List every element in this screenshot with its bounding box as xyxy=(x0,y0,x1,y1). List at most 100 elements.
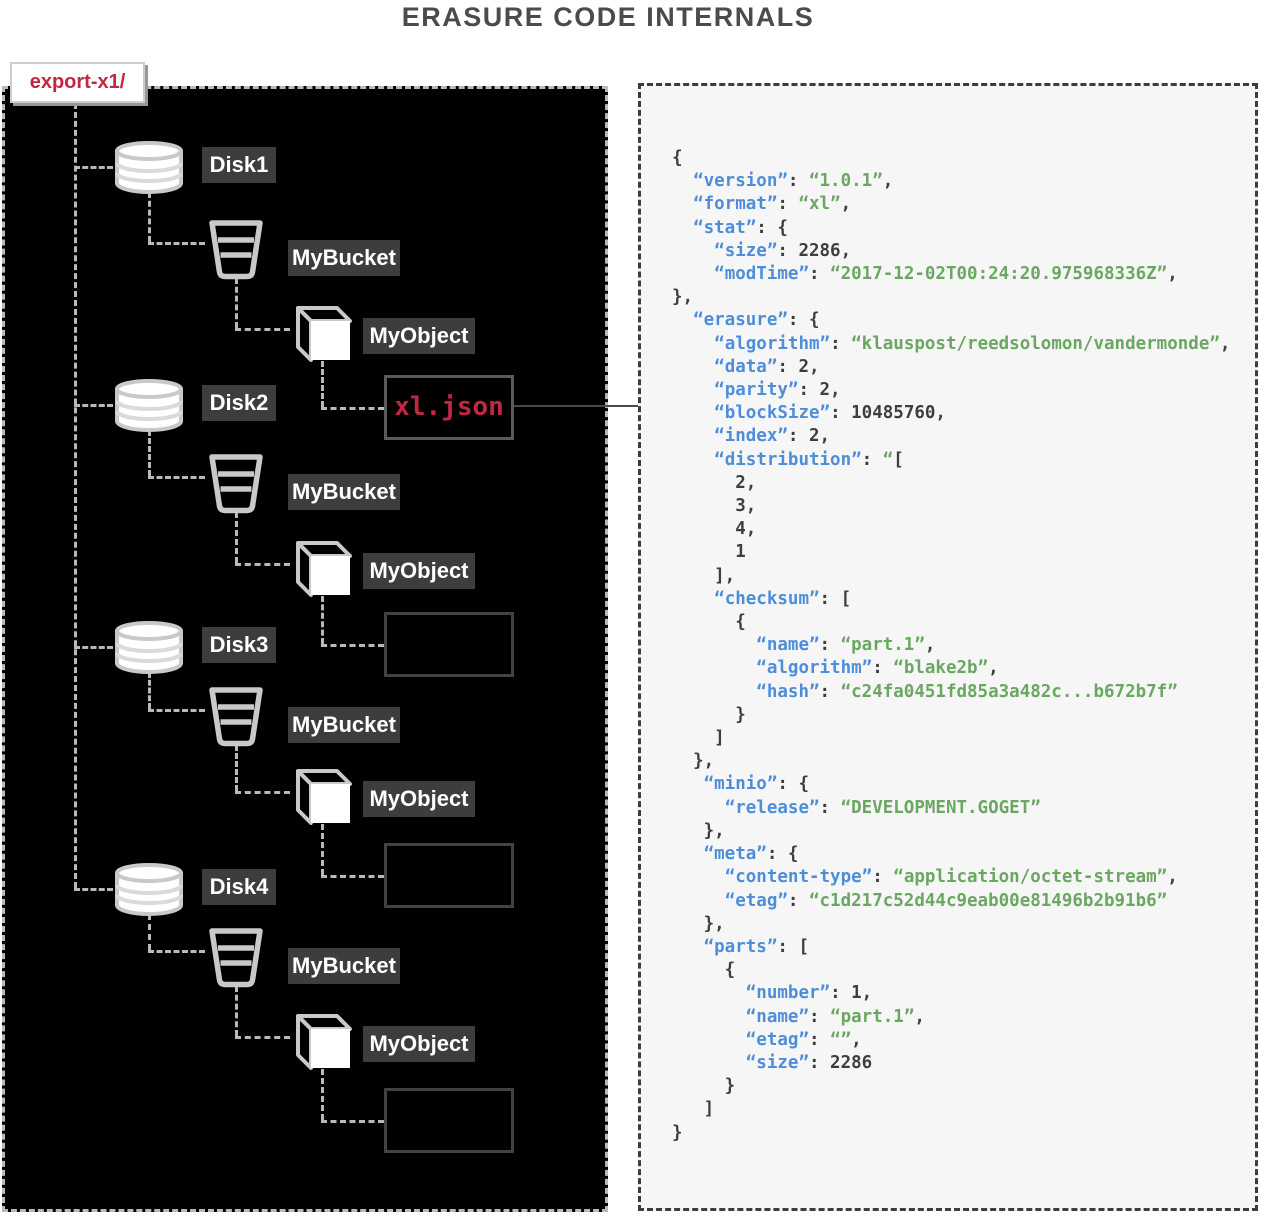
connector-dash xyxy=(321,407,384,410)
code-line: “etag”: “”, xyxy=(745,1029,862,1050)
connector-dash xyxy=(235,328,290,331)
code-line: “etag”: “c1d217c52d44c9eab00e81496b2b91b… xyxy=(724,890,1168,911)
code-line: “checksum”: [ xyxy=(714,588,852,609)
code-line: “distribution”: “[ xyxy=(714,449,904,470)
object-label: MyObject xyxy=(363,318,475,354)
connector-dash xyxy=(74,404,113,407)
code-line: } xyxy=(672,704,746,725)
connector-dash xyxy=(148,192,151,242)
connector-dash xyxy=(148,242,205,245)
connector-dash xyxy=(235,278,238,328)
code-line: “modTime”: “2017-12-02T00:24:20.97596833… xyxy=(714,264,1178,285)
connector-dash xyxy=(321,824,324,875)
export-root-box: export-x1/ xyxy=(10,62,145,103)
disk-label: Disk1 xyxy=(202,147,276,183)
object-icon xyxy=(290,763,354,827)
code-line: “algorithm”: “blake2b”, xyxy=(756,658,999,679)
code-line: “content-type”: “application/octet-strea… xyxy=(724,867,1178,888)
connector-dash xyxy=(235,563,290,566)
disk-label: Disk4 xyxy=(202,869,276,905)
connector-dash xyxy=(321,361,324,407)
connector-dash xyxy=(235,512,238,563)
connector-dash xyxy=(74,888,113,891)
code-line: “stat”: { xyxy=(693,217,788,238)
disk-icon xyxy=(113,620,185,674)
code-line: } xyxy=(672,1122,683,1143)
code-line: } xyxy=(672,1076,736,1097)
disk-label: Disk3 xyxy=(202,627,276,663)
object-label: MyObject xyxy=(363,1026,475,1062)
code-line: }, xyxy=(672,820,725,841)
code-line: “blockSize”: 10485760, xyxy=(714,403,946,424)
code-line: { xyxy=(672,612,746,633)
connector-dash xyxy=(148,430,151,476)
code-line: “name”: “part.1”, xyxy=(756,635,936,656)
connector-dash xyxy=(148,672,151,709)
code-line: ] xyxy=(672,728,725,749)
code-line: “parity”: 2, xyxy=(714,380,841,401)
bucket-icon xyxy=(205,685,267,748)
disk-icon xyxy=(113,140,185,194)
object-icon xyxy=(290,1008,354,1072)
code-line: }, xyxy=(672,913,725,934)
code-line: “size”: 2286, xyxy=(714,240,852,261)
bucket-icon xyxy=(205,926,267,989)
connector-dash xyxy=(321,875,384,878)
disk-icon xyxy=(113,378,185,432)
code-line: ], xyxy=(672,565,736,586)
code-line: “algorithm”: “klauspost/reedsolomon/vand… xyxy=(714,333,1231,354)
bucket-label: MyBucket xyxy=(288,707,400,743)
connector-dash xyxy=(74,103,77,888)
code-line: }, xyxy=(672,751,715,772)
code-line: “number”: 1, xyxy=(745,983,873,1004)
bucket-icon xyxy=(205,452,267,515)
object-label: MyObject xyxy=(363,781,475,817)
code-line: “release”: “DEVELOPMENT.GOGET” xyxy=(724,797,1041,818)
connector-dash xyxy=(321,1069,324,1120)
connector-dash xyxy=(235,791,290,794)
bucket-label: MyBucket xyxy=(288,240,400,276)
object-icon xyxy=(290,535,354,599)
bucket-icon xyxy=(205,218,267,281)
connector-dash xyxy=(321,596,324,644)
part-placeholder-box xyxy=(384,612,514,677)
bucket-label: MyBucket xyxy=(288,474,400,510)
disk-label: Disk2 xyxy=(202,385,276,421)
object-icon xyxy=(290,300,354,364)
code-line: { xyxy=(672,148,683,168)
page-title: ERASURE CODE INTERNALS xyxy=(401,2,815,32)
connector-dash xyxy=(148,914,151,950)
xl-json-to-panel-line xyxy=(514,405,638,407)
code-line: “index”: 2, xyxy=(714,426,831,447)
code-line: 4, xyxy=(672,519,757,540)
connector-dash xyxy=(148,950,205,953)
json-panel: { “version”: “1.0.1”, “format”: “xl”, “s… xyxy=(638,83,1258,1211)
code-line: “minio”: { xyxy=(703,774,809,795)
bucket-label: MyBucket xyxy=(288,948,400,984)
connector-dash xyxy=(321,1120,384,1123)
connector-dash xyxy=(235,986,238,1036)
xl-json-content: { “version”: “1.0.1”, “format”: “xl”, “s… xyxy=(641,86,1255,1145)
code-line: “version”: “1.0.1”, xyxy=(693,171,894,192)
code-line: “erasure”: { xyxy=(693,310,820,331)
object-label: MyObject xyxy=(363,553,475,589)
xl-json-box: xl.json xyxy=(384,375,514,440)
connector-dash xyxy=(235,745,238,791)
code-line: “format”: “xl”, xyxy=(693,194,852,215)
code-line: “meta”: { xyxy=(703,844,799,865)
connector-dash xyxy=(148,476,205,479)
connector-dash xyxy=(321,644,384,647)
code-line: “size”: 2286 xyxy=(745,1052,873,1073)
code-line: 2, xyxy=(672,472,757,493)
code-line: { xyxy=(672,960,736,981)
code-line: “parts”: [ xyxy=(703,936,809,957)
connector-dash xyxy=(148,709,205,712)
connector-dash xyxy=(74,166,113,169)
code-line: “name”: “part.1”, xyxy=(745,1006,925,1027)
code-line: ] xyxy=(672,1099,715,1120)
disk-icon xyxy=(113,862,185,916)
part-placeholder-box xyxy=(384,843,514,908)
code-line: 1 xyxy=(672,542,746,563)
code-line: }, xyxy=(672,287,694,308)
